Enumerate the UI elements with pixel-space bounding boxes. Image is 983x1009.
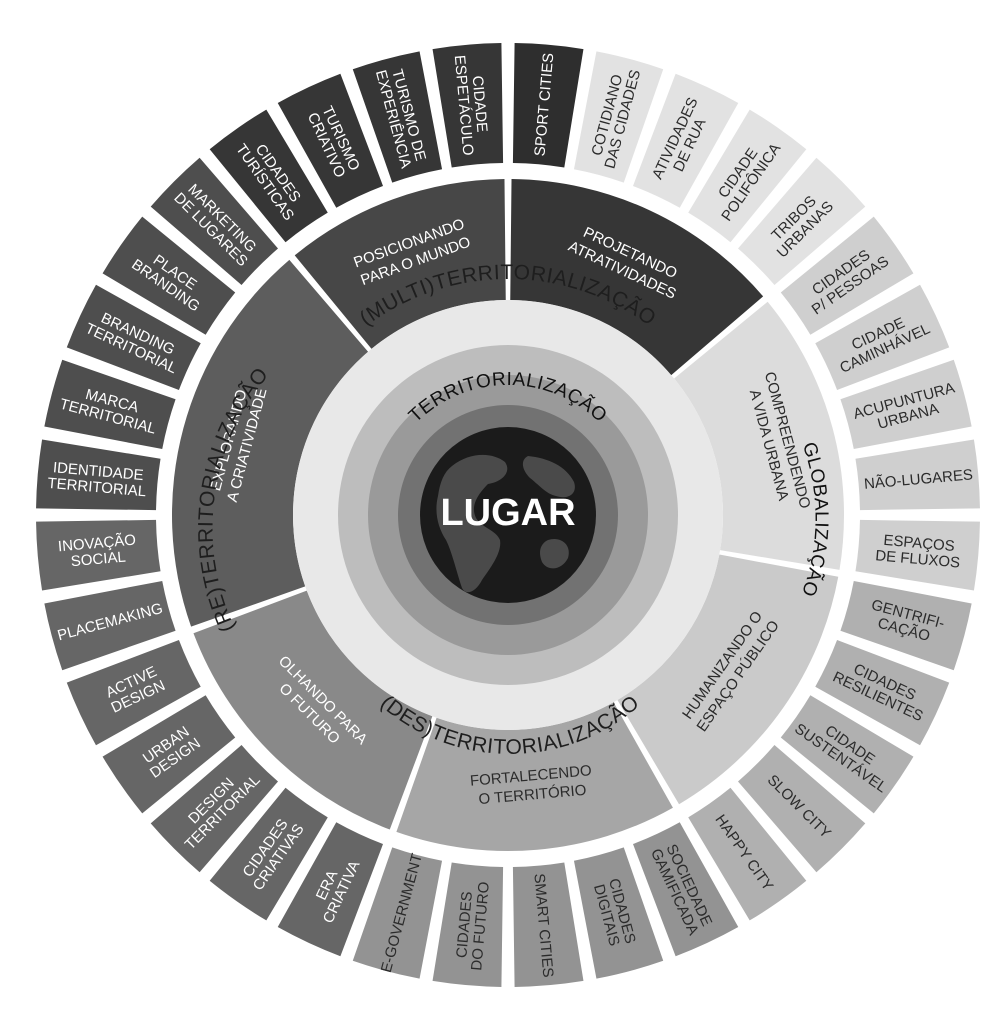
topic-tile-shape xyxy=(688,787,807,921)
sector-shape xyxy=(674,301,845,570)
topic-tile: IDENTIDADETERRITORIAL xyxy=(36,439,161,511)
topic-tile-shape xyxy=(352,51,443,183)
topic-tile-shape xyxy=(738,157,866,285)
topic-tile-shape xyxy=(102,695,236,814)
topic-tile-shape xyxy=(780,216,914,335)
topic-tile-label-line: CIDADE xyxy=(469,75,491,133)
center-label: LUGAR xyxy=(440,492,575,534)
topic-tile-shape xyxy=(150,157,278,285)
topic-tile-shape xyxy=(66,640,201,746)
topic-tile-shape xyxy=(102,216,236,335)
topic-tile-label-line: ESPAÇOS xyxy=(883,532,956,555)
topic-tile-shape xyxy=(277,822,383,957)
topic-tile: CIDADESUSTENTÁVEL xyxy=(780,695,914,814)
sector-compreendendo: COMPREENDENDOA VIDA URBANA xyxy=(674,301,845,570)
topic-tile-shape xyxy=(277,73,383,208)
topic-tile: CIDADESRESILIENTES xyxy=(815,640,950,746)
globe-icon xyxy=(436,454,575,593)
sector-shape xyxy=(171,259,369,627)
topic-tile-shape xyxy=(36,439,161,511)
topic-tile-shape xyxy=(512,43,584,168)
topic-tile-shape xyxy=(688,109,807,243)
topic-tile-shape xyxy=(44,359,176,450)
topic-tile: TURISMOCRIATIVO xyxy=(277,73,383,208)
topic-tile-shape xyxy=(432,862,504,987)
topic-tile: ACTIVEDESIGN xyxy=(66,640,201,746)
topic-tile-shape xyxy=(815,640,950,746)
topic-tile-label-line: INOVAÇÃO xyxy=(57,532,136,556)
topic-tile: COTIDIANODAS CIDADES xyxy=(573,51,664,183)
topic-tile: NÃO-LUGARES xyxy=(855,439,980,511)
topic-tile-shape xyxy=(209,787,328,921)
topic-tile-shape xyxy=(573,847,664,979)
topic-tile-shape xyxy=(432,43,504,168)
topic-tile: ACUPUNTURAURBANA xyxy=(840,359,972,450)
topic-tile-shape xyxy=(780,695,914,814)
topic-tile-shape xyxy=(573,51,664,183)
topic-tile: INOVAÇÃOSOCIAL xyxy=(36,519,161,591)
sector-shape xyxy=(193,590,433,830)
sector-shape xyxy=(294,179,506,349)
sector-explorando: EXPLORANDOA CRIATIVIDADE xyxy=(171,259,369,627)
topic-tile: MARCATERRITORIAL xyxy=(44,359,176,450)
sector-fortalecendo: FORTALECENDOO TERRITÓRIO xyxy=(396,702,673,851)
topic-tile-shape xyxy=(738,745,866,873)
topic-tile-shape xyxy=(352,847,443,979)
topic-tile-shape xyxy=(150,745,278,873)
topic-tile: BRANDINGTERRITORIAL xyxy=(66,284,201,390)
topic-tile-shape xyxy=(44,580,176,671)
sector-olhando: OLHANDO PARAO FUTURO xyxy=(193,590,433,830)
sector-projetando: PROJETANDOATRATIVIDADES xyxy=(510,179,764,376)
topic-tile-label-line: CIDADES xyxy=(453,891,476,959)
topic-tile-shape xyxy=(209,109,328,243)
topic-tile-label-line: SOCIAL xyxy=(70,549,126,571)
topic-tile-label: INOVAÇÃOSOCIAL xyxy=(57,532,138,572)
topic-tile-shape xyxy=(633,822,739,957)
topic-tile-shape xyxy=(840,580,972,671)
topic-tile: CIDADESP/ PESSOAS xyxy=(780,216,914,335)
sector-humanizando: HUMANIZANDO OESPAÇO PÚBLICO xyxy=(617,554,839,805)
topic-tile: HAPPY CITY xyxy=(688,787,807,921)
topic-tile: PLACEMAKING xyxy=(44,580,176,671)
topic-tile-shape xyxy=(855,519,980,591)
sector-shape xyxy=(617,554,839,805)
topic-tile-shape xyxy=(512,862,584,987)
topic-tile-shape xyxy=(840,359,972,450)
topic-tile: URBANDESIGN xyxy=(102,695,236,814)
topic-tile-shape xyxy=(36,519,161,591)
topic-tile: SPORT CITIES xyxy=(512,43,584,168)
topic-tile: CIDADESDO FUTURO xyxy=(432,862,504,987)
sector-posicionando: POSICIONANDOPARA O MUNDO xyxy=(294,179,506,349)
topic-tile: TRIBOSURBANAS xyxy=(738,157,866,285)
topic-tile-shape xyxy=(633,73,739,208)
topic-tile: SMART CITIES xyxy=(512,862,584,987)
topic-tile: TURISMO DEEXPERIÊNCIA xyxy=(352,51,443,183)
sector-shape xyxy=(510,179,764,376)
topic-tile: CIDADESDIGITAIS xyxy=(573,847,664,979)
topic-tile: GENTRIFI-CAÇÃO xyxy=(840,580,972,671)
topic-tile-shape xyxy=(855,439,980,511)
topic-tile: ESPAÇOSDE FLUXOS xyxy=(855,519,980,591)
sector-shape xyxy=(396,702,673,851)
topic-tile: E-GOVERNMENT xyxy=(352,847,443,979)
topic-tile: ERACRIATIVA xyxy=(277,822,383,957)
topic-tile: CIDADEESPETÁCULO xyxy=(432,43,504,168)
topic-tile-shape xyxy=(66,284,201,390)
topic-tile-shape xyxy=(815,284,950,390)
